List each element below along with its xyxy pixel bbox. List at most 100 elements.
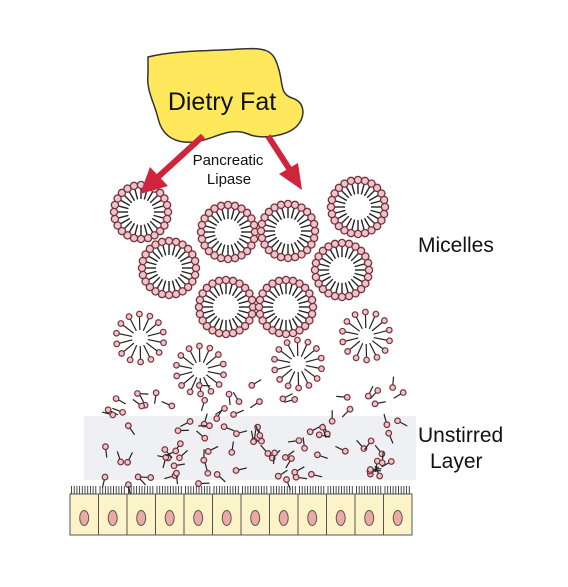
dispersing-micelles-group bbox=[113, 308, 393, 398]
free-lipid bbox=[200, 449, 208, 464]
enterocyte-cell bbox=[126, 486, 156, 536]
enterocyte-cell bbox=[297, 486, 327, 536]
free-lipid bbox=[393, 389, 407, 399]
free-lipid bbox=[341, 405, 354, 418]
free-lipid bbox=[248, 379, 262, 389]
free-lipid bbox=[134, 390, 149, 397]
free-lipid bbox=[271, 449, 278, 464]
dispersing-micelle bbox=[271, 336, 325, 392]
free-lipid bbox=[287, 437, 303, 445]
pancreatic-label: Pancreatic bbox=[193, 152, 264, 169]
free-lipid bbox=[228, 441, 236, 456]
enterocyte-cell bbox=[354, 486, 384, 536]
free-lipid bbox=[204, 462, 212, 477]
free-lipid bbox=[319, 423, 327, 438]
free-lipid bbox=[176, 449, 188, 462]
free-lipid bbox=[291, 466, 305, 476]
free-lipid bbox=[364, 385, 374, 400]
free-lipid bbox=[195, 480, 210, 487]
free-lipid bbox=[366, 466, 382, 473]
free-lipid bbox=[116, 451, 125, 466]
free-lipid bbox=[102, 411, 117, 419]
free-lipid bbox=[374, 465, 384, 480]
enterocyte-cell bbox=[240, 486, 270, 536]
free-lipid bbox=[371, 400, 386, 408]
free-lipid bbox=[281, 450, 295, 461]
free-lipid bbox=[315, 431, 331, 439]
free-lipid bbox=[336, 393, 351, 401]
lipase-arrow-right bbox=[265, 134, 302, 190]
free-lipid bbox=[335, 445, 349, 455]
free-lipid bbox=[165, 447, 180, 457]
dispersing-micelle bbox=[113, 310, 167, 366]
free-lipid bbox=[364, 437, 375, 451]
free-lipid bbox=[204, 445, 219, 455]
free-lipid bbox=[170, 462, 185, 470]
free-lipid bbox=[112, 395, 127, 405]
free-lipid bbox=[132, 398, 146, 410]
enterocyte-cell bbox=[155, 486, 185, 536]
free-lipid bbox=[232, 467, 247, 474]
micelle bbox=[137, 236, 201, 300]
dietary-fat-blob bbox=[146, 47, 304, 144]
free-lipid bbox=[283, 396, 299, 403]
layer-label: Layer bbox=[430, 450, 483, 473]
dietary-fat-label: Dietry Fat bbox=[168, 88, 276, 116]
unstirred-label: Unstirred bbox=[418, 424, 503, 447]
enterocyte-cell bbox=[326, 486, 356, 536]
enterocyte-cell bbox=[269, 486, 299, 536]
free-lipid bbox=[356, 439, 368, 452]
free-lipid bbox=[306, 426, 321, 436]
free-lipid bbox=[161, 401, 176, 410]
micelle bbox=[194, 275, 258, 339]
free-lipid bbox=[180, 418, 194, 428]
micelle bbox=[254, 275, 318, 339]
free-lipid bbox=[230, 409, 244, 418]
free-lipid bbox=[285, 455, 295, 469]
free-lipid bbox=[233, 430, 248, 438]
free-lipid bbox=[112, 407, 126, 416]
free-lipid bbox=[215, 405, 228, 416]
dispersing-micelle bbox=[339, 308, 393, 364]
free-lipid bbox=[369, 387, 382, 400]
free-lipids-group bbox=[101, 376, 408, 496]
enterocyte-cell bbox=[183, 486, 213, 536]
free-lipid bbox=[250, 430, 257, 446]
enterocyte-cell bbox=[69, 486, 99, 536]
free-lipid bbox=[385, 429, 394, 444]
lipase-arrow-left bbox=[140, 133, 206, 194]
lipase-label: Lipase bbox=[207, 171, 251, 188]
free-lipid bbox=[255, 425, 264, 439]
free-lipid bbox=[378, 451, 386, 467]
free-lipid bbox=[152, 389, 160, 404]
enterocyte-cell bbox=[212, 486, 242, 536]
free-lipid bbox=[101, 473, 109, 488]
free-lipid bbox=[220, 423, 235, 432]
free-lipid bbox=[389, 376, 397, 391]
enterocyte-cells bbox=[69, 486, 413, 536]
dispersing-micelle bbox=[173, 342, 227, 398]
free-lipid bbox=[161, 446, 173, 459]
free-lipid bbox=[274, 469, 288, 480]
free-lipid bbox=[196, 430, 209, 442]
free-lipid bbox=[124, 422, 136, 436]
free-lipid bbox=[260, 444, 272, 457]
micelles-group bbox=[109, 175, 390, 339]
micelle bbox=[326, 175, 390, 239]
free-lipid bbox=[198, 422, 213, 430]
free-lipid bbox=[195, 382, 211, 389]
free-lipid bbox=[162, 453, 170, 469]
micelle bbox=[196, 200, 260, 264]
free-lipid bbox=[173, 469, 180, 485]
free-lipid bbox=[102, 443, 109, 458]
free-lipid bbox=[313, 451, 328, 460]
free-lipid bbox=[249, 398, 263, 409]
free-lipid bbox=[307, 470, 323, 478]
free-lipid bbox=[174, 427, 189, 435]
free-lipid bbox=[279, 393, 293, 403]
micelle bbox=[310, 238, 374, 302]
free-lipid bbox=[225, 390, 233, 406]
free-lipid bbox=[301, 437, 308, 452]
free-lipid bbox=[124, 452, 133, 466]
